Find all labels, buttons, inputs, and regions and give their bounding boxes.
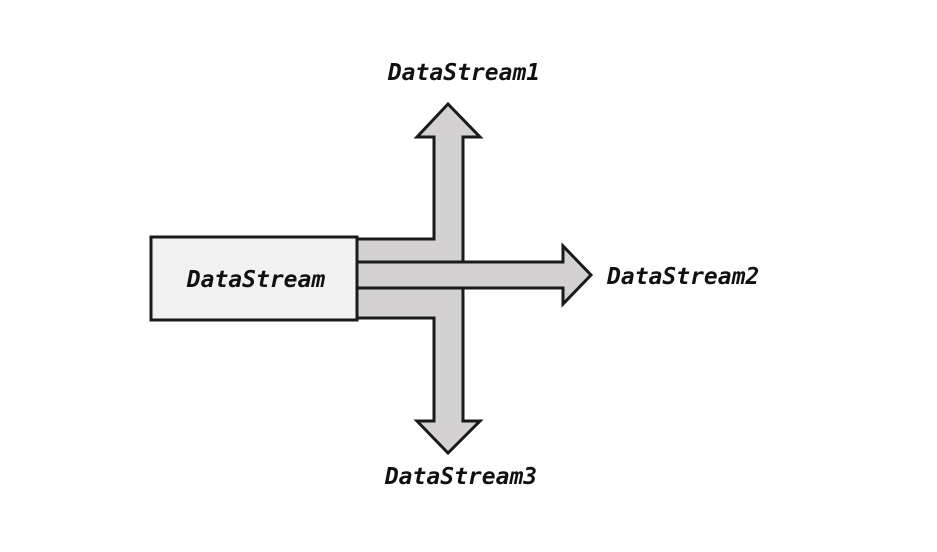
output-label-datastream3: DataStream3 — [384, 464, 537, 490]
arrow-down-datastream3 — [354, 286, 484, 456]
arrow-right-datastream2 — [354, 242, 594, 308]
output-label-datastream2: DataStream2 — [606, 264, 759, 290]
arrow-up-datastream1 — [354, 101, 484, 264]
source-box — [149, 235, 359, 322]
output-label-datastream1: DataStream1 — [387, 60, 540, 86]
source-label: DataStream — [186, 267, 326, 293]
